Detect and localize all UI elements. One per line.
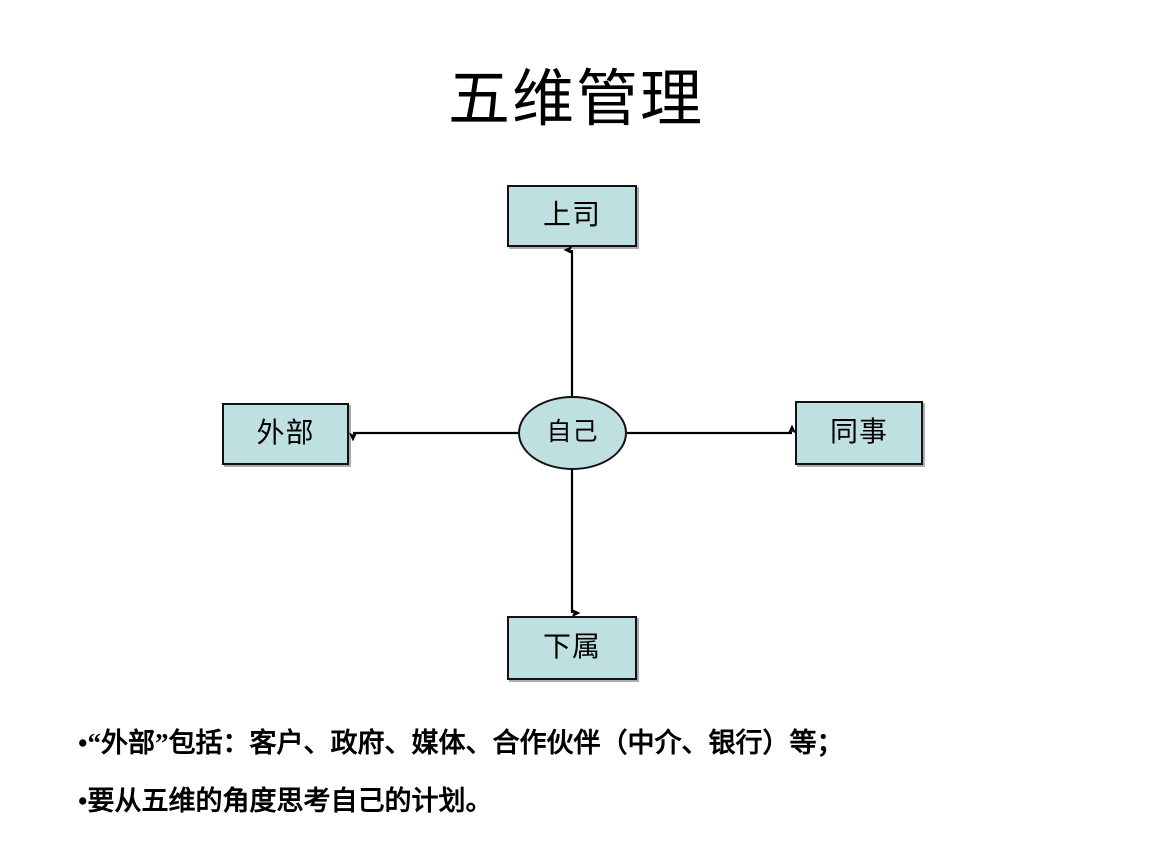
bullet-list: •“外部”包括：客户、政府、媒体、合作伙伴（中介、银行）等； •要从五维的角度思… bbox=[78, 714, 1078, 830]
bullet-item-2: •要从五维的角度思考自己的计划。 bbox=[78, 786, 493, 816]
diagram-node-external[interactable]: 外部 bbox=[222, 403, 349, 465]
page-title: 五维管理 bbox=[447, 66, 704, 134]
bullet-item-1: •“外部”包括：客户、政府、媒体、合作伙伴（中介、银行）等； bbox=[78, 728, 844, 758]
diagram-node-subordinate[interactable]: 下属 bbox=[507, 616, 637, 680]
diagram-node-self-label: 自己 bbox=[546, 419, 599, 446]
diagram-node-peer[interactable]: 同事 bbox=[795, 401, 923, 465]
diagram-node-boss[interactable]: 上司 bbox=[507, 185, 637, 247]
diagram-node-subordinate-label: 下属 bbox=[542, 632, 601, 663]
diagram-node-self[interactable]: 自己 bbox=[518, 396, 627, 470]
diagram-node-external-label: 外部 bbox=[256, 418, 315, 449]
diagram-node-peer-label: 同事 bbox=[829, 417, 888, 448]
diagram-node-boss-label: 上司 bbox=[542, 200, 601, 231]
